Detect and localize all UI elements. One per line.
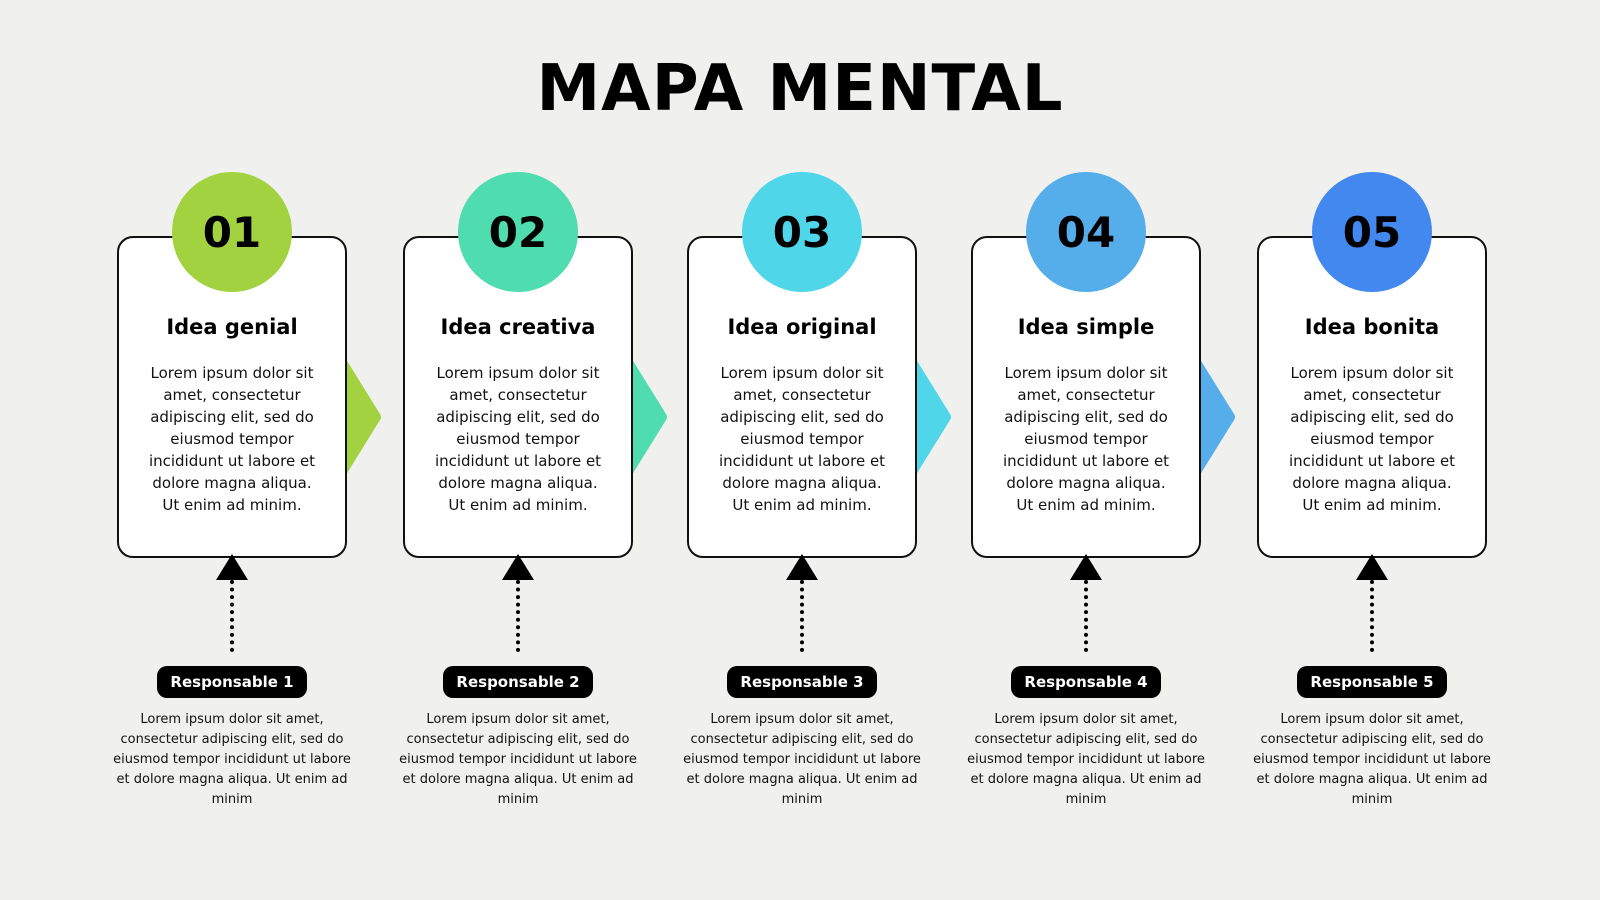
- step-number: 04: [1056, 207, 1116, 257]
- connector-arrow-2-shape: [630, 356, 667, 478]
- step-5: 05 Idea bonita Lorem ipsum dolor sit ame…: [1253, 172, 1491, 812]
- step-description: Lorem ipsum dolor sit amet, consectetur …: [148, 364, 316, 514]
- step-number-badge: 04: [1026, 172, 1146, 292]
- responsible-badge-wrap: Responsable 3: [687, 666, 917, 698]
- dotted-connector: [516, 580, 520, 652]
- step-4: 04 Idea simple Lorem ipsum dolor sit ame…: [967, 172, 1205, 812]
- responsible-badge: Responsable 1: [157, 666, 307, 698]
- step-3: 03 Idea original Lorem ipsum dolor sit a…: [683, 172, 921, 812]
- responsible-description: Lorem ipsum dolor sit amet, consectetur …: [399, 712, 637, 807]
- connector-arrow-4-icon: [1198, 356, 1235, 478]
- responsible-badge-wrap: Responsable 5: [1257, 666, 1487, 698]
- step-title: Idea simple: [1017, 315, 1155, 339]
- step-number-badge: 02: [458, 172, 578, 292]
- arrow-up-icon: [786, 554, 818, 580]
- connector-arrow-4-shape: [1198, 356, 1235, 478]
- responsible-badge: Responsable 4: [1011, 666, 1161, 698]
- step-title: Idea original: [727, 315, 877, 339]
- connector-arrow-3-shape: [914, 356, 951, 478]
- arrow-up-icon: [502, 554, 534, 580]
- step-number-badge: 03: [742, 172, 862, 292]
- page-title: MAPA MENTAL: [536, 52, 1064, 126]
- connector-arrow-3-icon: [914, 356, 951, 478]
- step-number: 02: [488, 207, 548, 257]
- responsible-badge: Responsable 2: [443, 666, 593, 698]
- step-number: 05: [1342, 207, 1402, 257]
- step-card: [971, 236, 1201, 558]
- step-2: 02 Idea creativa Lorem ipsum dolor sit a…: [399, 172, 637, 812]
- arrow-up-icon: [1070, 554, 1102, 580]
- step-description: Lorem ipsum dolor sit amet, consectetur …: [718, 364, 886, 514]
- responsible-badge-wrap: Responsable 4: [971, 666, 1201, 698]
- dotted-connector: [230, 580, 234, 652]
- step-number-badge: 05: [1312, 172, 1432, 292]
- step-number: 01: [202, 207, 262, 257]
- connector-arrow-1-shape: [344, 356, 381, 478]
- connector-arrow-2-icon: [630, 356, 667, 478]
- step-number-badge: 01: [172, 172, 292, 292]
- step-title: Idea creativa: [440, 315, 596, 339]
- responsible-description: Lorem ipsum dolor sit amet, consectetur …: [113, 712, 351, 807]
- step-title: Idea genial: [166, 315, 298, 339]
- step-description: Lorem ipsum dolor sit amet, consectetur …: [1288, 364, 1456, 514]
- responsible-badge: Responsable 3: [727, 666, 877, 698]
- arrow-up-icon: [216, 554, 248, 580]
- connector-arrow-1-icon: [344, 356, 381, 478]
- step-number: 03: [772, 207, 832, 257]
- step-title: Idea bonita: [1304, 315, 1440, 339]
- responsible-description: Lorem ipsum dolor sit amet, consectetur …: [683, 712, 921, 807]
- dotted-connector: [1084, 580, 1088, 652]
- step-description: Lorem ipsum dolor sit amet, consectetur …: [434, 364, 602, 514]
- arrow-up-icon: [1356, 554, 1388, 580]
- step-card: [1257, 236, 1487, 558]
- responsible-badge-wrap: Responsable 2: [403, 666, 633, 698]
- responsible-badge: Responsable 5: [1297, 666, 1447, 698]
- dotted-connector: [1370, 580, 1374, 652]
- responsible-badge-wrap: Responsable 1: [117, 666, 347, 698]
- step-1: 01 Idea genial Lorem ipsum dolor sit ame…: [113, 172, 351, 812]
- responsible-description: Lorem ipsum dolor sit amet, consectetur …: [1253, 712, 1491, 807]
- dotted-connector: [800, 580, 804, 652]
- step-description: Lorem ipsum dolor sit amet, consectetur …: [1002, 364, 1170, 514]
- responsible-description: Lorem ipsum dolor sit amet, consectetur …: [967, 712, 1205, 807]
